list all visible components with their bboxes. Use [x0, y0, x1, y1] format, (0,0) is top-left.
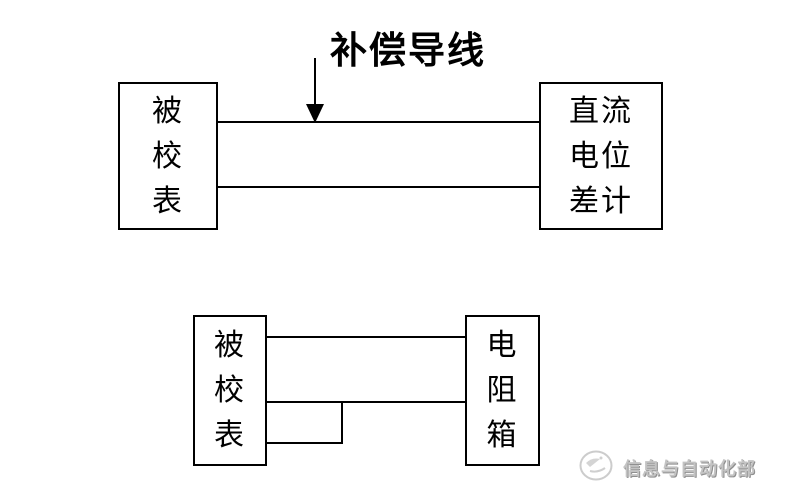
- box-label-line: 直流: [569, 94, 633, 128]
- wire-jumper-vertical: [341, 401, 343, 444]
- watermark: 信息与自动化部: [578, 449, 756, 487]
- down-arrow-head: [306, 104, 324, 123]
- wire-bottom-upper: [265, 336, 467, 338]
- wire-bottom-middle: [265, 401, 467, 403]
- wire-top-lower: [216, 186, 541, 188]
- resistance-box: 电 阻 箱: [465, 315, 540, 466]
- box-label-line: 差计: [569, 184, 633, 218]
- box-label-line: 校: [214, 374, 246, 407]
- box-label-line: 电位: [569, 139, 633, 173]
- box-label-line: 校: [152, 139, 184, 173]
- box-label-line: 阻: [486, 374, 519, 407]
- meter-under-test-box-bottom: 被 校 表: [193, 315, 267, 466]
- box-label-line: 表: [214, 419, 246, 452]
- watermark-text: 信息与自动化部: [623, 459, 756, 479]
- box-label-line: 表: [152, 184, 184, 218]
- dc-potentiometer-box: 直流 电位 差计: [539, 82, 663, 230]
- box-label-line: 电: [486, 329, 519, 362]
- meter-under-test-box-top: 被 校 表: [118, 82, 218, 230]
- box-label-line: 箱: [486, 419, 519, 452]
- wire-top-upper: [216, 121, 541, 123]
- compensation-wire-label: 补偿导线: [330, 30, 486, 71]
- emblem-icon: [578, 449, 614, 487]
- box-label-line: 被: [152, 94, 184, 128]
- box-label-line: 被: [214, 329, 246, 362]
- down-arrow-stem: [314, 58, 316, 106]
- wire-jumper-horizontal: [265, 442, 343, 444]
